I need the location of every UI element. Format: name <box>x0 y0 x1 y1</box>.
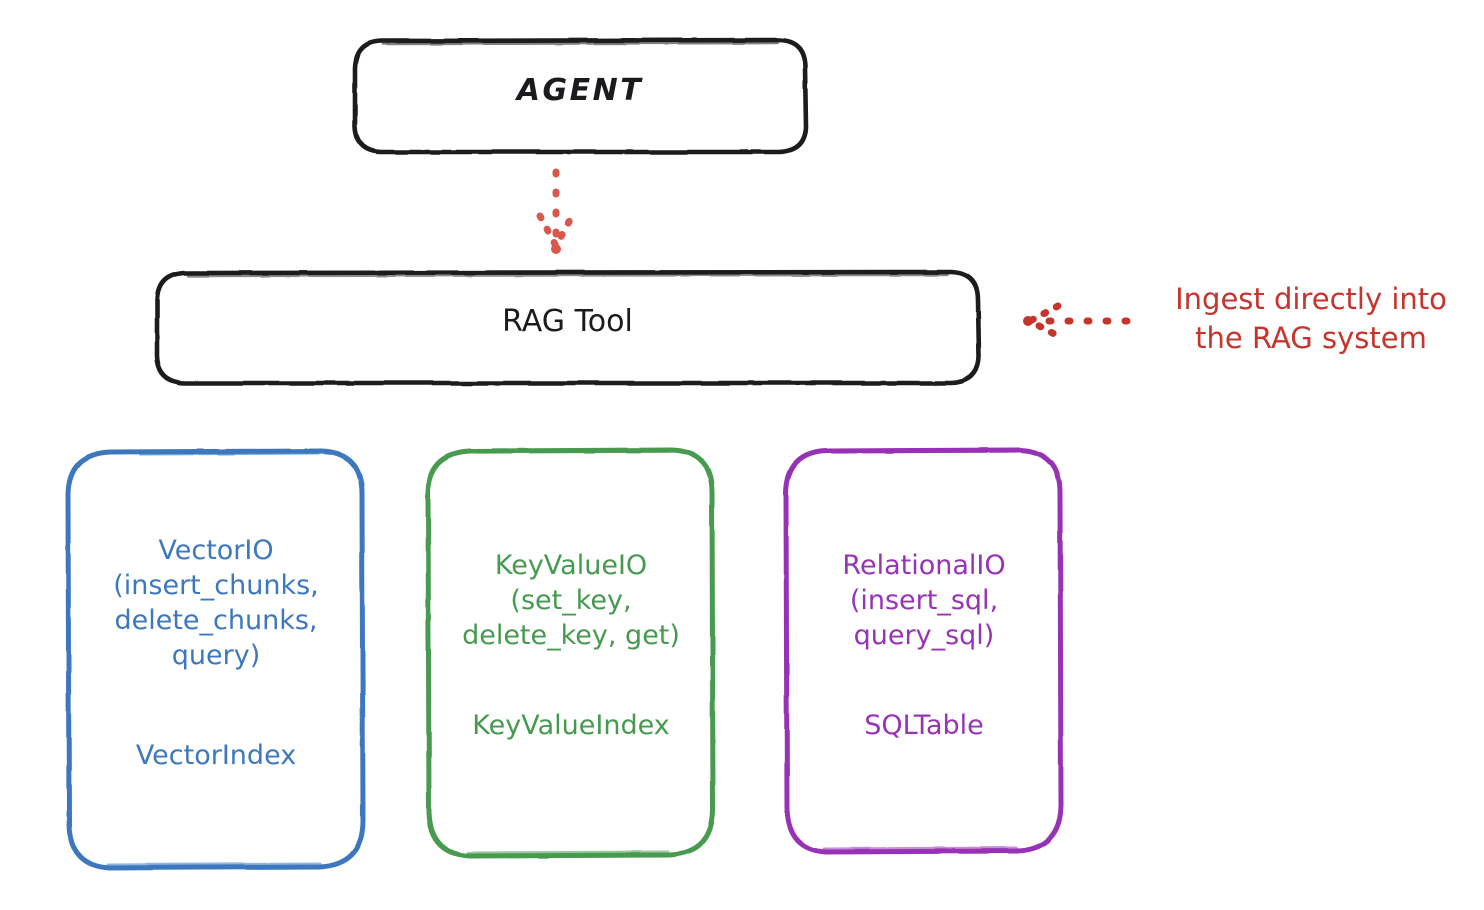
agent-node[interactable] <box>352 37 809 155</box>
vector-io-node-hit[interactable] <box>68 451 364 869</box>
rag-tool-node[interactable] <box>154 269 982 386</box>
edge-annotation-to-rag-tool <box>1023 302 1134 340</box>
key-value-io-node-hit[interactable] <box>428 450 714 856</box>
relational-io-node[interactable] <box>783 447 1064 855</box>
vector-io-node[interactable] <box>65 448 366 871</box>
ingest-annotation-text: Ingest directly into the RAG system <box>1175 282 1447 355</box>
relational-io-node-hit[interactable] <box>786 450 1062 852</box>
agent-node-hit[interactable] <box>355 40 806 153</box>
edge-agent-to-rag-tool <box>536 168 576 254</box>
key-value-io-node[interactable] <box>425 447 716 859</box>
rag-tool-node-hit[interactable] <box>157 272 979 384</box>
